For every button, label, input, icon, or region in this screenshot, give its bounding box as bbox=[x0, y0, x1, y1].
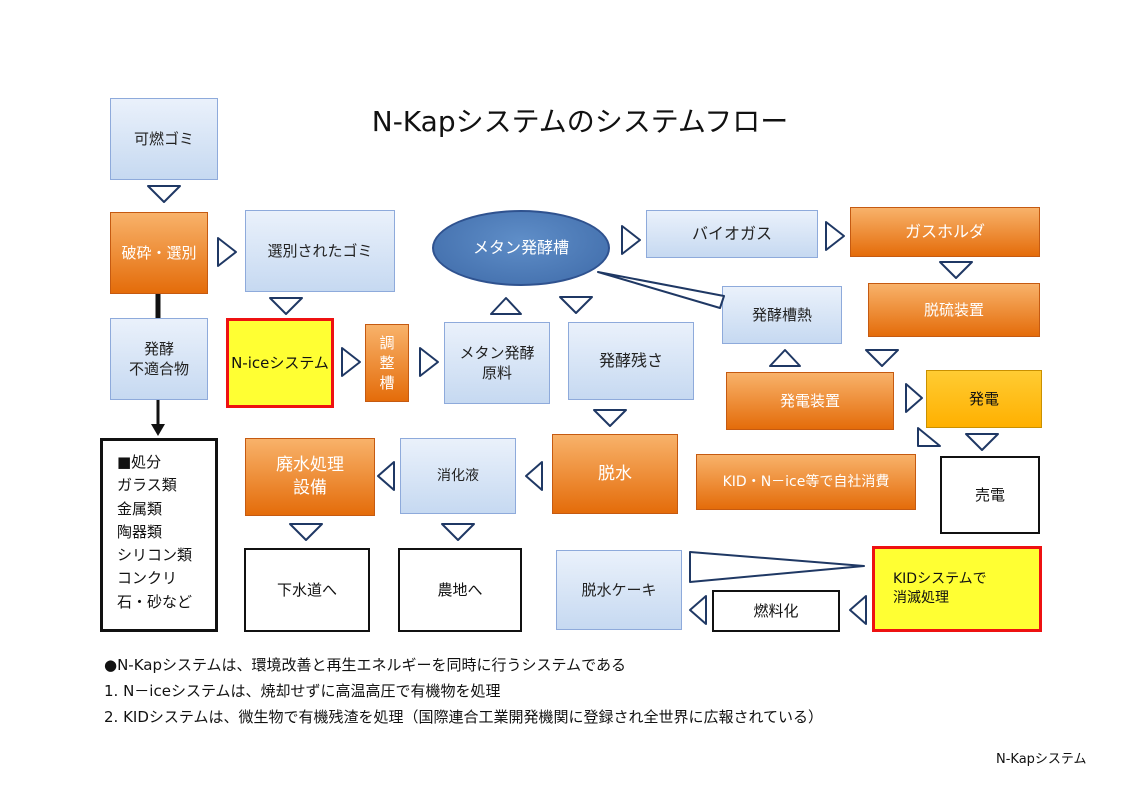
arrow-nice-to-adjust bbox=[341, 347, 361, 377]
arrow-tank-to-residue bbox=[559, 296, 593, 314]
arrow-dewater-to-digestate bbox=[525, 461, 543, 491]
arrow-gasholder-to-desulfurizer bbox=[939, 261, 973, 279]
digestate-box: 消化液 bbox=[400, 438, 516, 514]
arrow-digestate-to-wastewater bbox=[377, 461, 395, 491]
power-sale-box: 売電 bbox=[940, 456, 1040, 534]
generator-box: 発電装置 bbox=[726, 372, 894, 430]
kid-system-box: KIDシステムで 消滅処理 bbox=[872, 546, 1042, 632]
biogas-box: バイオガス bbox=[646, 210, 818, 258]
arrow-generator-to-power bbox=[905, 383, 923, 413]
methane-feedstock-box: メタン発酵 原料 bbox=[444, 322, 550, 404]
note-nice: 1. N－iceシステムは、焼却せずに高温高圧で有機物を処理 bbox=[104, 682, 501, 700]
sorted-waste-box: 選別されたゴミ bbox=[245, 210, 395, 292]
burnable-waste-box: 可燃ゴミ bbox=[110, 98, 218, 180]
arrow-power-to-sale bbox=[965, 433, 999, 451]
note-summary: ●N-Kapシステムは、環境改善と再生エネルギーを同時に行うシステムである bbox=[104, 656, 626, 674]
tank-heat-box: 発酵槽熱 bbox=[722, 286, 842, 344]
methane-fermentation-tank: メタン発酵槽 bbox=[432, 210, 610, 286]
wedge-tank-to-heat bbox=[597, 271, 725, 309]
arrow-tank-to-biogas bbox=[621, 225, 641, 255]
wedge-cake-to-kid bbox=[689, 551, 865, 583]
wastewater-treatment-box: 廃水処理 設備 bbox=[245, 438, 375, 516]
unfit-material-box: 発酵 不適合物 bbox=[110, 318, 208, 400]
arrow-sorted-to-nice bbox=[269, 297, 303, 315]
note-kid: 2. KIDシステムは、微生物で有機残渣を処理（国際連合工業開発機関に登録され全… bbox=[104, 708, 823, 726]
self-consumption-box: KID・N－ice等で自社消費 bbox=[696, 454, 916, 510]
arrow-self-use-up bbox=[917, 427, 941, 447]
arrow-adjust-to-feed bbox=[419, 347, 439, 377]
power-generation-box: 発電 bbox=[926, 370, 1042, 428]
adjustment-tank-box: 調 整 槽 bbox=[365, 324, 409, 402]
disposal-list-box: ■処分 ガラス類 金属類 陶器類 シリコン類 コンクリ 石・砂など bbox=[100, 438, 218, 632]
n-ice-system-box: N-iceシステム bbox=[226, 318, 334, 408]
arrow-crush-to-sorted bbox=[217, 237, 237, 267]
to-farmland-box: 農地へ bbox=[398, 548, 522, 632]
arrow-cake-to-fuel bbox=[689, 595, 707, 625]
page-title: N-Kapシステムのシステムフロー bbox=[371, 105, 789, 138]
arrow-feed-to-tank bbox=[490, 297, 522, 315]
arrow-kid-to-fuel bbox=[849, 595, 867, 625]
arrow-desulfurizer-to-generator bbox=[865, 349, 899, 367]
crush-sort-box: 破砕・選別 bbox=[110, 212, 208, 294]
dewatering-box: 脱水 bbox=[552, 434, 678, 514]
arrow-residue-to-dewater bbox=[593, 409, 627, 427]
arrow-generator-to-heat bbox=[769, 349, 801, 367]
to-sewer-box: 下水道へ bbox=[244, 548, 370, 632]
dewatered-cake-box: 脱水ケーキ bbox=[556, 550, 682, 630]
desulfurizer-box: 脱硫装置 bbox=[868, 283, 1040, 337]
arrow-burnable-to-crush bbox=[147, 185, 181, 203]
fuelization-box: 燃料化 bbox=[712, 590, 840, 632]
footer-label: N-Kapシステム bbox=[996, 752, 1087, 767]
arrow-wastewater-to-sewer bbox=[289, 523, 323, 541]
arrowhead-to-disposal bbox=[151, 424, 165, 436]
arrow-biogas-to-gasholder bbox=[825, 221, 845, 251]
gas-holder-box: ガスホルダ bbox=[850, 207, 1040, 257]
fermentation-residue-box: 発酵残さ bbox=[568, 322, 694, 400]
arrow-digestate-to-farmland bbox=[441, 523, 475, 541]
